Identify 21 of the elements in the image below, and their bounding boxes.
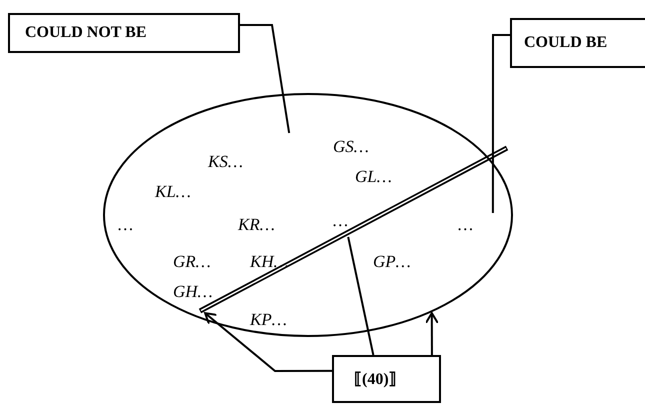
ellipse-region [103,93,513,337]
syllable-text: KR… [238,216,275,233]
syllable-text: KP… [250,311,287,328]
syllable-text: KH… [250,253,289,270]
arrow [204,312,332,372]
syllable-text: GL… [355,168,392,185]
syllable-text: GP… [373,253,411,270]
label-box: ⟦(40)⟧ [332,355,441,403]
leader-line [347,236,374,356]
syllable-text: … [458,216,474,233]
syllable-text: GS… [333,138,369,155]
syllable-text: … [118,216,134,233]
syllable-text: KS… [208,153,243,170]
syllable-text: GR… [173,253,211,270]
syllable-text: GH… [173,283,213,300]
arrow [424,312,439,355]
syllable-text: KL… [155,183,191,200]
label-box: COULD NOT BE [8,13,240,53]
syllable-text: … [333,212,348,229]
leader-line [240,24,290,134]
label-box: COULD BE [510,18,645,68]
